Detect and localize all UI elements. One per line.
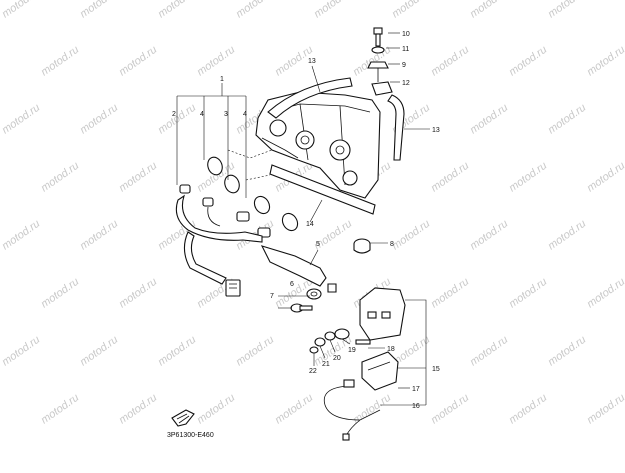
watermark-text: motod.ru: [429, 392, 471, 427]
watermark-text: motod.ru: [234, 334, 276, 369]
callout-6: 6: [290, 281, 294, 288]
watermark-text: motod.ru: [78, 0, 120, 20]
watermark-text: motod.ru: [195, 392, 237, 427]
bracket: [260, 245, 327, 287]
callout-18: 18: [387, 346, 395, 353]
watermark-text: motod.ru: [429, 160, 471, 195]
watermark-text: motod.ru: [546, 0, 588, 20]
watermark-text: motod.ru: [468, 0, 510, 20]
callout-14: 14: [306, 221, 314, 228]
tail-light-housing: [255, 91, 381, 199]
front-arrow-icon: [171, 409, 195, 427]
watermark-text: motod.ru: [468, 218, 510, 253]
watermark-text: motod.ru: [585, 276, 625, 311]
seal-strip-right: [387, 94, 405, 161]
watermark-text: motod.ru: [546, 102, 588, 137]
callout-10: 10: [402, 31, 410, 38]
license-light-assembly: [359, 287, 406, 391]
callout-1: 1: [220, 76, 224, 83]
grommet: [353, 238, 371, 254]
license-light-cord: [323, 379, 381, 441]
callout-15: 15: [432, 366, 440, 373]
watermark-text: motod.ru: [0, 0, 42, 20]
watermark-text: motod.ru: [234, 0, 276, 20]
watermark-text: motod.ru: [39, 392, 81, 427]
callout-13a: 13: [308, 58, 316, 65]
watermark-text: motod.ru: [507, 44, 549, 79]
callout-3: 3: [224, 111, 228, 118]
small-hardware: [309, 328, 371, 354]
watermark-text: motod.ru: [156, 334, 198, 369]
callout-labels: 1 2 3 4 4 5 6 7 8 9 10 11 12 13 13 14 15…: [172, 31, 440, 410]
collar-and-screw: [290, 283, 337, 313]
callout-19: 19: [348, 347, 356, 354]
watermark-text: motod.ru: [468, 102, 510, 137]
watermark-text: motod.ru: [429, 276, 471, 311]
seal-strip-top: [267, 77, 353, 119]
watermark-text: motod.ru: [117, 392, 159, 427]
watermark-text: motod.ru: [39, 44, 81, 79]
callout-4b: 4: [243, 111, 247, 118]
watermark-text: motod.ru: [156, 0, 198, 20]
callout-16: 16: [412, 403, 420, 410]
watermark-text: motod.ru: [390, 218, 432, 253]
callout-20: 20: [333, 355, 341, 362]
watermark-text: motod.ru: [78, 102, 120, 137]
callout-9: 9: [402, 62, 406, 69]
seal-strip-long: [269, 164, 376, 215]
watermark-text: motod.ru: [468, 334, 510, 369]
callout-7: 7: [270, 293, 274, 300]
callout-5: 5: [316, 241, 320, 248]
callout-13b: 13: [432, 127, 440, 134]
watermark-text: motod.ru: [39, 160, 81, 195]
callout-21: 21: [322, 361, 330, 368]
watermark-text: motod.ru: [546, 334, 588, 369]
watermark-text: motod.ru: [0, 102, 42, 137]
callout-22: 22: [309, 368, 317, 375]
callout-17: 17: [412, 386, 420, 393]
watermark-text: motod.ru: [585, 44, 625, 79]
watermark-text: motod.ru: [117, 276, 159, 311]
watermark-text: motod.ru: [390, 0, 432, 20]
watermark-text: motod.ru: [507, 160, 549, 195]
watermark-text: motod.ru: [312, 0, 354, 20]
diagram-code: 3P61300-E460: [167, 432, 214, 439]
callout-8: 8: [390, 241, 394, 248]
watermark-text: motod.ru: [195, 44, 237, 79]
watermark-text: motod.ru: [273, 392, 315, 427]
watermark-text: motod.ru: [117, 44, 159, 79]
watermark-text: motod.ru: [0, 334, 42, 369]
socket-harness: [175, 184, 271, 297]
bulbs: [207, 156, 299, 232]
watermark-text: motod.ru: [429, 44, 471, 79]
fastener-stack: [367, 27, 393, 96]
watermark-text: motod.ru: [78, 334, 120, 369]
watermark-text: motod.ru: [585, 160, 625, 195]
callout-11: 11: [402, 46, 409, 53]
watermark-text: motod.ru: [507, 392, 549, 427]
callout-2: 2: [172, 111, 176, 118]
watermark-text: motod.ru: [546, 218, 588, 253]
watermark-text: motod.ru: [0, 218, 42, 253]
leader-lines: [176, 32, 430, 406]
callout-4a: 4: [200, 111, 204, 118]
watermark-text: motod.ru: [507, 276, 549, 311]
watermark-text: motod.ru: [117, 160, 159, 195]
callout-12: 12: [402, 80, 410, 87]
watermark-text: motod.ru: [39, 276, 81, 311]
watermark-text: motod.ru: [78, 218, 120, 253]
watermark-text: motod.ru: [585, 392, 625, 427]
watermark-text: motod.ru: [351, 392, 393, 427]
